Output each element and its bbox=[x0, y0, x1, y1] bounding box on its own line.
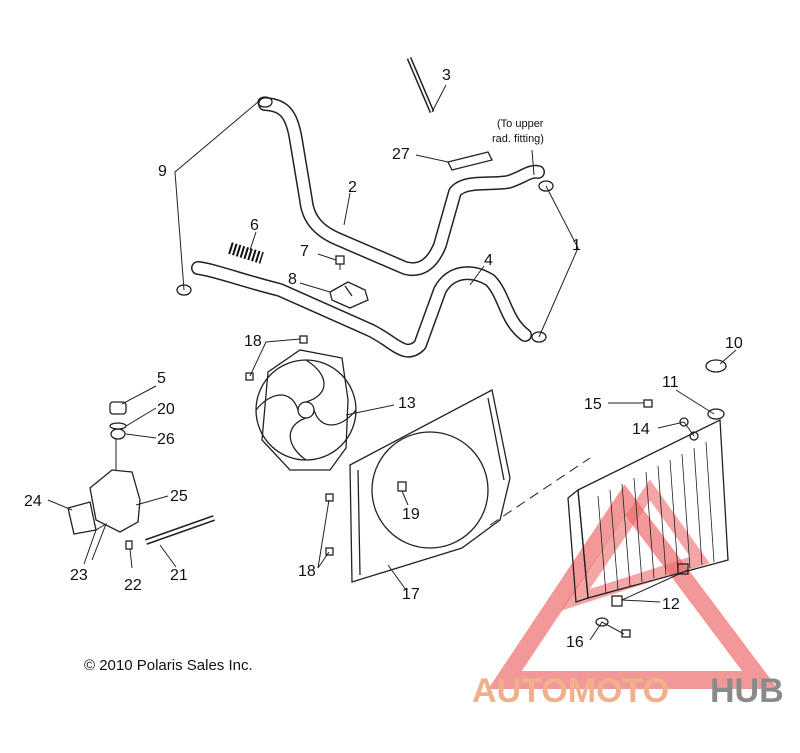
part-13-fan bbox=[255, 349, 357, 471]
part-19-clip bbox=[397, 481, 407, 492]
callout-18-top: 18 bbox=[244, 333, 262, 350]
part-radiator bbox=[567, 418, 729, 603]
watermark-part-2: HUB bbox=[710, 672, 784, 710]
part-11-neck bbox=[707, 408, 725, 420]
part-15-screw bbox=[643, 399, 653, 408]
copyright-text: © 2010 Polaris Sales Inc. bbox=[84, 657, 253, 674]
part-18-screws bbox=[245, 335, 334, 556]
watermark-logo bbox=[488, 479, 778, 689]
part-27-pad bbox=[447, 151, 493, 171]
part-17-shroud bbox=[349, 389, 511, 583]
part-12-grommets bbox=[611, 563, 689, 607]
part-2-hose bbox=[258, 97, 545, 276]
part-24-bracket bbox=[67, 501, 97, 535]
callout-12: 12 bbox=[662, 596, 680, 613]
callout-25: 25 bbox=[170, 488, 188, 505]
callout-22: 22 bbox=[124, 577, 142, 594]
watermark-text: AUTOMOTO HUB bbox=[472, 672, 784, 710]
note-line-2: rad. fitting) bbox=[492, 133, 544, 145]
callout-13: 13 bbox=[398, 395, 416, 412]
callout-14: 14 bbox=[632, 421, 650, 438]
callout-23: 23 bbox=[70, 567, 88, 584]
callout-2: 2 bbox=[348, 179, 357, 196]
part-4-hose bbox=[191, 261, 532, 358]
callout-27: 27 bbox=[392, 146, 410, 163]
part-22-fitting bbox=[125, 540, 133, 550]
callout-labels: 3 27 2 6 7 8 9 4 1 (To upper rad. fittin… bbox=[24, 67, 743, 651]
note-line-1: (To upper bbox=[497, 118, 544, 130]
part-10-cap bbox=[705, 359, 727, 373]
callout-17: 17 bbox=[402, 586, 420, 603]
callout-21: 21 bbox=[170, 567, 188, 584]
leader-lines bbox=[47, 84, 737, 641]
callout-10: 10 bbox=[725, 335, 743, 352]
reservoir-parts bbox=[89, 401, 141, 533]
callout-9: 9 bbox=[158, 163, 167, 180]
callout-20: 20 bbox=[157, 401, 175, 418]
callout-15: 15 bbox=[584, 396, 602, 413]
callout-26: 26 bbox=[157, 431, 175, 448]
callout-11: 11 bbox=[662, 374, 679, 391]
callout-1: 1 bbox=[572, 237, 581, 254]
callout-16: 16 bbox=[566, 634, 584, 651]
part-21-tube bbox=[145, 515, 215, 545]
callout-4: 4 bbox=[484, 252, 493, 269]
callout-7: 7 bbox=[300, 243, 309, 260]
alignment-line bbox=[489, 457, 591, 526]
part-7-screw bbox=[335, 255, 345, 270]
watermark-part-1: AUTOMOTO bbox=[472, 672, 669, 710]
part-3-rod bbox=[406, 57, 435, 113]
callout-3: 3 bbox=[442, 67, 451, 84]
part-6-boot bbox=[228, 242, 264, 264]
part-16-fittings bbox=[595, 617, 631, 638]
part-14-grommets bbox=[679, 417, 699, 441]
callout-8: 8 bbox=[288, 271, 297, 288]
callout-5: 5 bbox=[157, 370, 166, 387]
part-8-bracket bbox=[329, 281, 369, 309]
callout-6: 6 bbox=[250, 217, 259, 234]
callout-18-bottom: 18 bbox=[298, 563, 316, 580]
callout-24: 24 bbox=[24, 493, 42, 510]
callout-19: 19 bbox=[402, 506, 420, 523]
